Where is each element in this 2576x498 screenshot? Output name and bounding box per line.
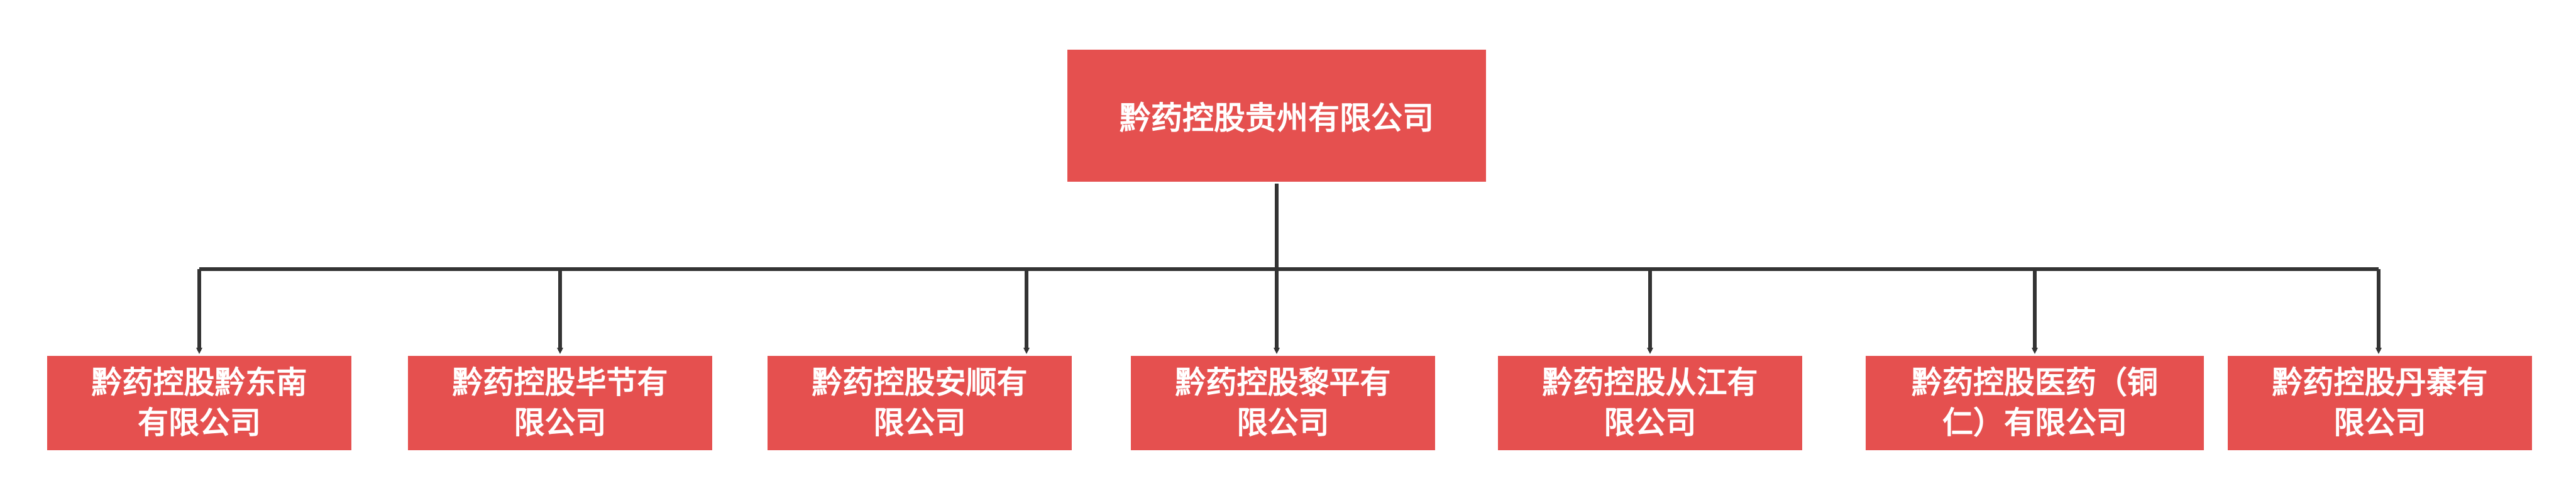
child-node-label-line1: 黔药控股黔东南 bbox=[91, 365, 307, 401]
child-node-qiandongnan: 黔药控股黔东南 有限公司 bbox=[47, 356, 351, 450]
child-node-label-line2: 限公司 bbox=[873, 405, 966, 441]
child-node-label-line2: 限公司 bbox=[514, 405, 607, 441]
child-node-label-line1: 黔药控股医药（铜 bbox=[1911, 365, 2158, 401]
root-node-label: 黔药控股贵州有限公司 bbox=[1120, 100, 1434, 136]
child-node-label-line1: 黔药控股丹寨有 bbox=[2272, 365, 2488, 401]
child-node-anshun: 黔药控股安顺有 限公司 bbox=[768, 356, 1072, 450]
child-node-bijie: 黔药控股毕节有 限公司 bbox=[408, 356, 712, 450]
child-node-label-line2: 限公司 bbox=[1604, 405, 1697, 441]
child-node-congjiang: 黔药控股从江有 限公司 bbox=[1498, 356, 1802, 450]
child-node-label-line1: 黔药控股黎平有 bbox=[1175, 365, 1391, 401]
child-node-tongren: 黔药控股医药（铜 仁）有限公司 bbox=[1866, 356, 2204, 450]
child-node-label-line1: 黔药控股从江有 bbox=[1542, 365, 1758, 401]
child-node-label-line1: 黔药控股毕节有 bbox=[452, 365, 668, 401]
child-node-danzhai: 黔药控股丹寨有 限公司 bbox=[2228, 356, 2532, 450]
child-node-label-line2: 限公司 bbox=[1236, 405, 1329, 441]
child-node-liping: 黔药控股黎平有 限公司 bbox=[1131, 356, 1435, 450]
child-node-label-line2: 仁）有限公司 bbox=[1942, 405, 2127, 441]
root-node-guizhou: 黔药控股贵州有限公司 bbox=[1067, 50, 1486, 182]
child-node-label-line2: 有限公司 bbox=[137, 405, 261, 441]
child-node-label-line2: 限公司 bbox=[2333, 405, 2426, 441]
child-node-label-line1: 黔药控股安顺有 bbox=[812, 365, 1028, 401]
